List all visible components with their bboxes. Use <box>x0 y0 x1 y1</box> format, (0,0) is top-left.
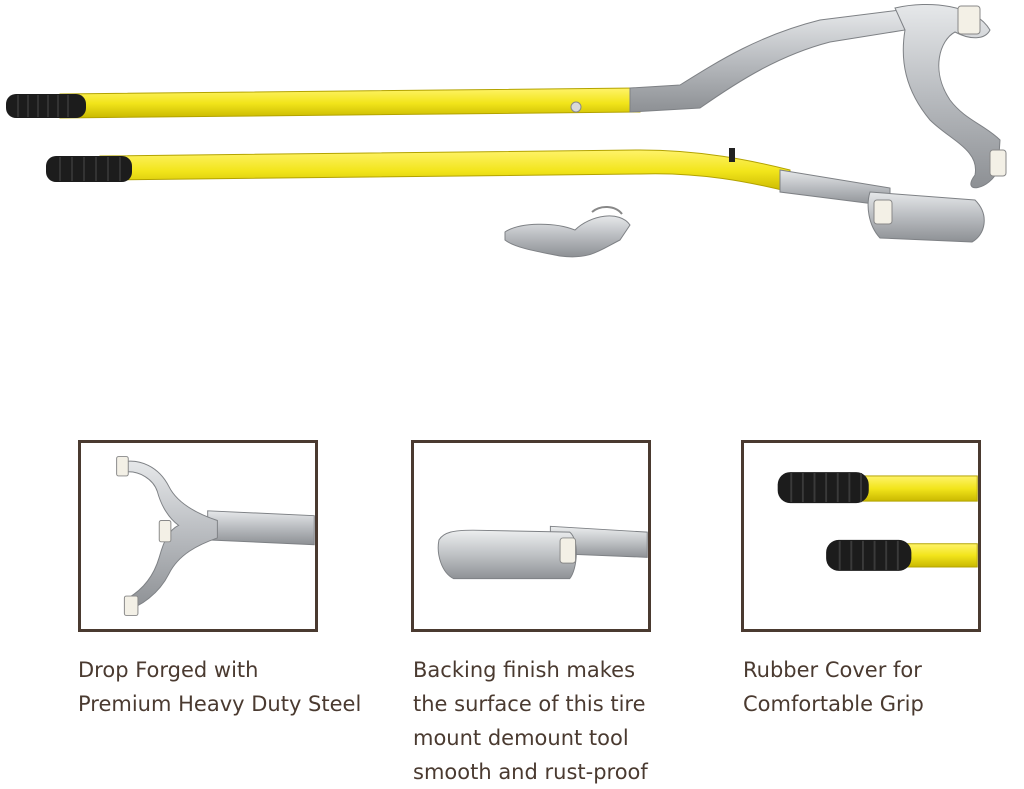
caption-line: the surface of this tire <box>413 692 646 716</box>
caption-line: mount demount tool <box>413 726 629 750</box>
fork-tool-head-image <box>116 456 315 616</box>
bead-tool-head-image <box>437 525 648 580</box>
feature-panel-grips <box>741 440 981 632</box>
bead-breaker-head <box>504 206 631 258</box>
product-hero-image <box>6 3 1007 258</box>
rubber-grips-image <box>777 472 978 571</box>
caption-forged-steel: Drop Forged with Premium Heavy Duty Stee… <box>78 653 361 721</box>
fork-tool-bar <box>6 3 1007 189</box>
caption-line: Drop Forged with <box>78 658 259 682</box>
caption-line: Comfortable Grip <box>743 692 924 716</box>
caption-backing-finish: Backing finish makes the surface of this… <box>413 653 648 789</box>
caption-rubber-grip: Rubber Cover for Comfortable Grip <box>743 653 924 721</box>
caption-line: Backing finish makes <box>413 658 636 682</box>
bead-tool-bar <box>46 148 985 243</box>
caption-line: Premium Heavy Duty Steel <box>78 692 362 716</box>
caption-line: smooth and rust-proof <box>413 760 648 784</box>
feature-panel-fork-head <box>78 440 318 632</box>
feature-panel-bead-head <box>411 440 651 632</box>
caption-line: Rubber Cover for <box>743 658 922 682</box>
